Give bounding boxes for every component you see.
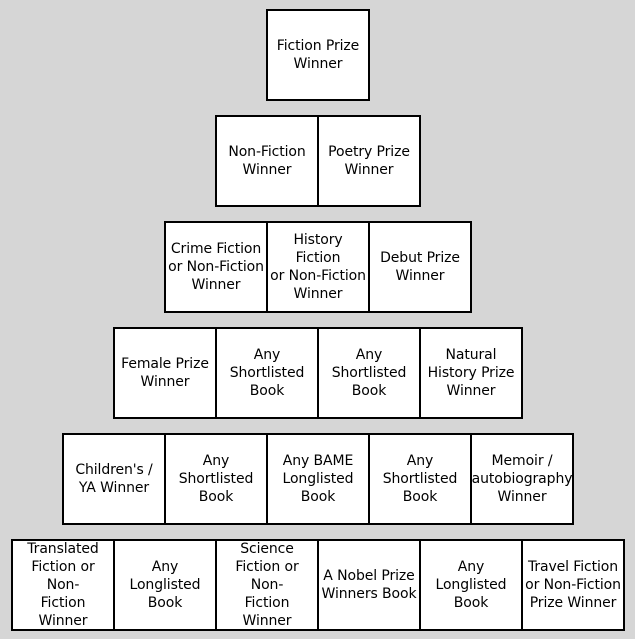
pyramid-cell: Science Fiction or Non- Fiction Winner (215, 539, 319, 631)
pyramid-cell: Debut Prize Winner (368, 221, 472, 313)
pyramid-cell: Travel Fiction or Non-Fiction Prize Winn… (521, 539, 625, 631)
pyramid-cell-label: Any Shortlisted Book (382, 453, 458, 505)
pyramid-cell: Female Prize Winner (113, 327, 217, 419)
pyramid-cell: History Fiction or Non-Fiction Winner (266, 221, 370, 313)
pyramid-cell: Non-Fiction Winner (215, 115, 319, 207)
pyramid-cell-label: Non-Fiction Winner (228, 144, 306, 178)
pyramid-cell-label: Science Fiction or Non- Fiction Winner (235, 541, 299, 629)
pyramid-cell-label: Any Longlisted Book (129, 559, 201, 611)
pyramid-cell-label: Any Longlisted Book (435, 559, 507, 611)
pyramid-cell: A Nobel Prize Winners Book (317, 539, 421, 631)
pyramid-cell: Any Shortlisted Book (317, 327, 421, 419)
pyramid-cell: Any Shortlisted Book (368, 433, 472, 525)
pyramid-cell: Any Shortlisted Book (215, 327, 319, 419)
pyramid-cell-label: Any BAME Longlisted Book (282, 453, 354, 505)
pyramid-cell-label: A Nobel Prize Winners Book (321, 568, 417, 602)
pyramid-cell-label: Any Shortlisted Book (331, 347, 407, 399)
pyramid-cell-label: Poetry Prize Winner (328, 144, 410, 178)
pyramid-cell: Any BAME Longlisted Book (266, 433, 370, 525)
pyramid-cell-label: Fiction Prize Winner (276, 38, 360, 72)
pyramid-cell: Any Longlisted Book (113, 539, 217, 631)
pyramid-cell: Memoir / autobiography Winner (470, 433, 574, 525)
pyramid-cell-label: Crime Fiction or Non-Fiction Winner (168, 241, 264, 293)
pyramid-cell: Any Shortlisted Book (164, 433, 268, 525)
pyramid-cell-label: History Fiction or Non-Fiction Winner (270, 232, 366, 302)
pyramid-cell-label: Female Prize Winner (121, 356, 209, 390)
pyramid-cell-label: Debut Prize Winner (380, 250, 460, 284)
pyramid-cell: Poetry Prize Winner (317, 115, 421, 207)
pyramid-cell-label: Children's / YA Winner (75, 462, 153, 496)
pyramid-cell-label: Any Shortlisted Book (229, 347, 305, 399)
pyramid-cell-label: Natural History Prize Winner (427, 347, 515, 399)
pyramid-cell: Translated Fiction or Non- Fiction Winne… (11, 539, 115, 631)
pyramid-cell-label: Memoir / autobiography Winner (471, 453, 573, 505)
pyramid-cell-label: Any Shortlisted Book (178, 453, 254, 505)
pyramid-cell: Crime Fiction or Non-Fiction Winner (164, 221, 268, 313)
pyramid-cell: Fiction Prize Winner (266, 9, 370, 101)
pyramid-cell: Children's / YA Winner (62, 433, 166, 525)
pyramid-cell: Any Longlisted Book (419, 539, 523, 631)
pyramid-cell: Natural History Prize Winner (419, 327, 523, 419)
pyramid-cell-label: Travel Fiction or Non-Fiction Prize Winn… (525, 559, 621, 611)
pyramid-cell-label: Translated Fiction or Non- Fiction Winne… (27, 541, 99, 629)
